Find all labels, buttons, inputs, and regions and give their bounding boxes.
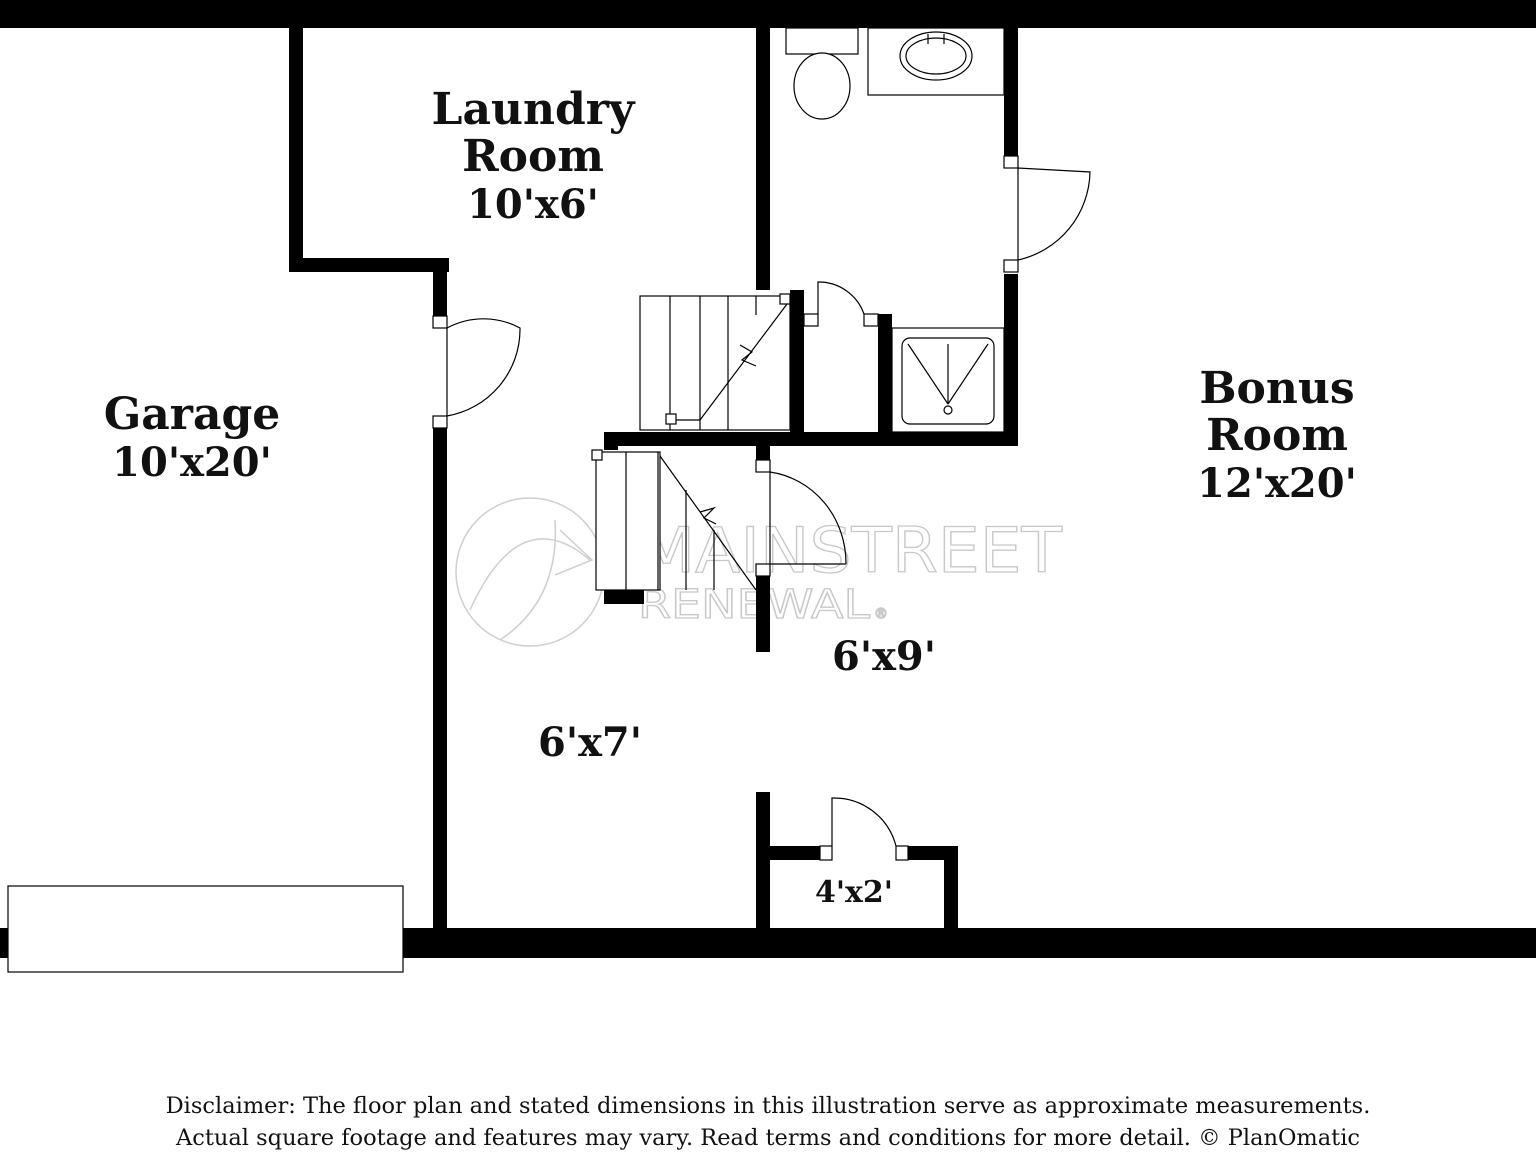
door-garage <box>446 318 521 417</box>
disclaimer-line-2: Actual square footage and features may v… <box>175 1125 1361 1151</box>
door-stair-closet <box>817 281 865 315</box>
stairs-lower <box>591 449 757 591</box>
toilet-tank <box>785 27 859 55</box>
wall-garage-left-upper <box>289 28 303 272</box>
walls <box>0 0 1536 958</box>
garage-name: Garage <box>104 389 281 440</box>
toilet-bowl-icon <box>793 52 851 120</box>
wall-bath-left <box>756 28 770 290</box>
wall-hall-upper <box>756 446 770 460</box>
bathroom-fixtures <box>785 27 1005 433</box>
wall-hall-middle <box>756 576 770 652</box>
door-hall <box>769 471 847 565</box>
door-closet <box>831 797 897 847</box>
laundry-room-name-1: Laundry <box>432 84 636 135</box>
wall-top <box>0 0 1536 28</box>
bonus-room-dims: 12'x20' <box>1197 460 1357 507</box>
wall-closet-left <box>756 792 770 932</box>
door-jambs <box>432 155 1019 861</box>
wall-garage-right-lower <box>433 428 447 932</box>
wall-laundry-bottom <box>289 258 449 272</box>
door-swings <box>446 167 1091 847</box>
watermark-registered-mark: ® <box>874 606 888 622</box>
area-dims: 6'x7' <box>538 719 642 766</box>
wall-mid-horizontal <box>604 432 1018 446</box>
hall-dims: 6'x9' <box>832 633 936 680</box>
bonus-room-name-2: Room <box>1206 410 1348 461</box>
wall-garage-right-upper <box>433 258 447 318</box>
house-arrow-logo-icon <box>455 497 605 647</box>
wall-stair-lower-left <box>604 432 618 450</box>
laundry-room-dims: 10'x6' <box>467 181 599 228</box>
bonus-room-name-1: Bonus <box>1199 363 1354 414</box>
wall-stair-lower-bottom <box>604 590 644 604</box>
disclaimer-line-1: Disclaimer: The floor plan and stated di… <box>165 1093 1371 1119</box>
floor-plan: MAINSTREET RENEWAL ® <box>0 0 1536 973</box>
garage-dims: 10'x20' <box>112 439 272 486</box>
wall-closet-top-left <box>756 846 820 860</box>
wall-closet-right <box>944 846 958 932</box>
stairs-upper <box>639 293 791 431</box>
watermark: MAINSTREET RENEWAL ® <box>455 497 1064 647</box>
wall-bath-right-upper <box>1004 28 1018 156</box>
door-bonus-bath <box>1017 167 1091 261</box>
closet-dims: 4'x2' <box>815 875 893 910</box>
wall-shower-left <box>878 314 892 436</box>
wall-bath-right-lower <box>1004 274 1018 446</box>
room-labels: Laundry Room 10'x6' Garage 10'x20' Bonus… <box>104 84 1357 910</box>
watermark-title: MAINSTREET <box>638 514 1063 587</box>
disclaimer: Disclaimer: The floor plan and stated di… <box>0 1090 1536 1154</box>
laundry-room-name-2: Room <box>462 131 604 182</box>
garage-step <box>7 885 404 973</box>
watermark-subtitle: RENEWAL <box>638 582 871 628</box>
wall-stair-top-right <box>790 290 804 436</box>
